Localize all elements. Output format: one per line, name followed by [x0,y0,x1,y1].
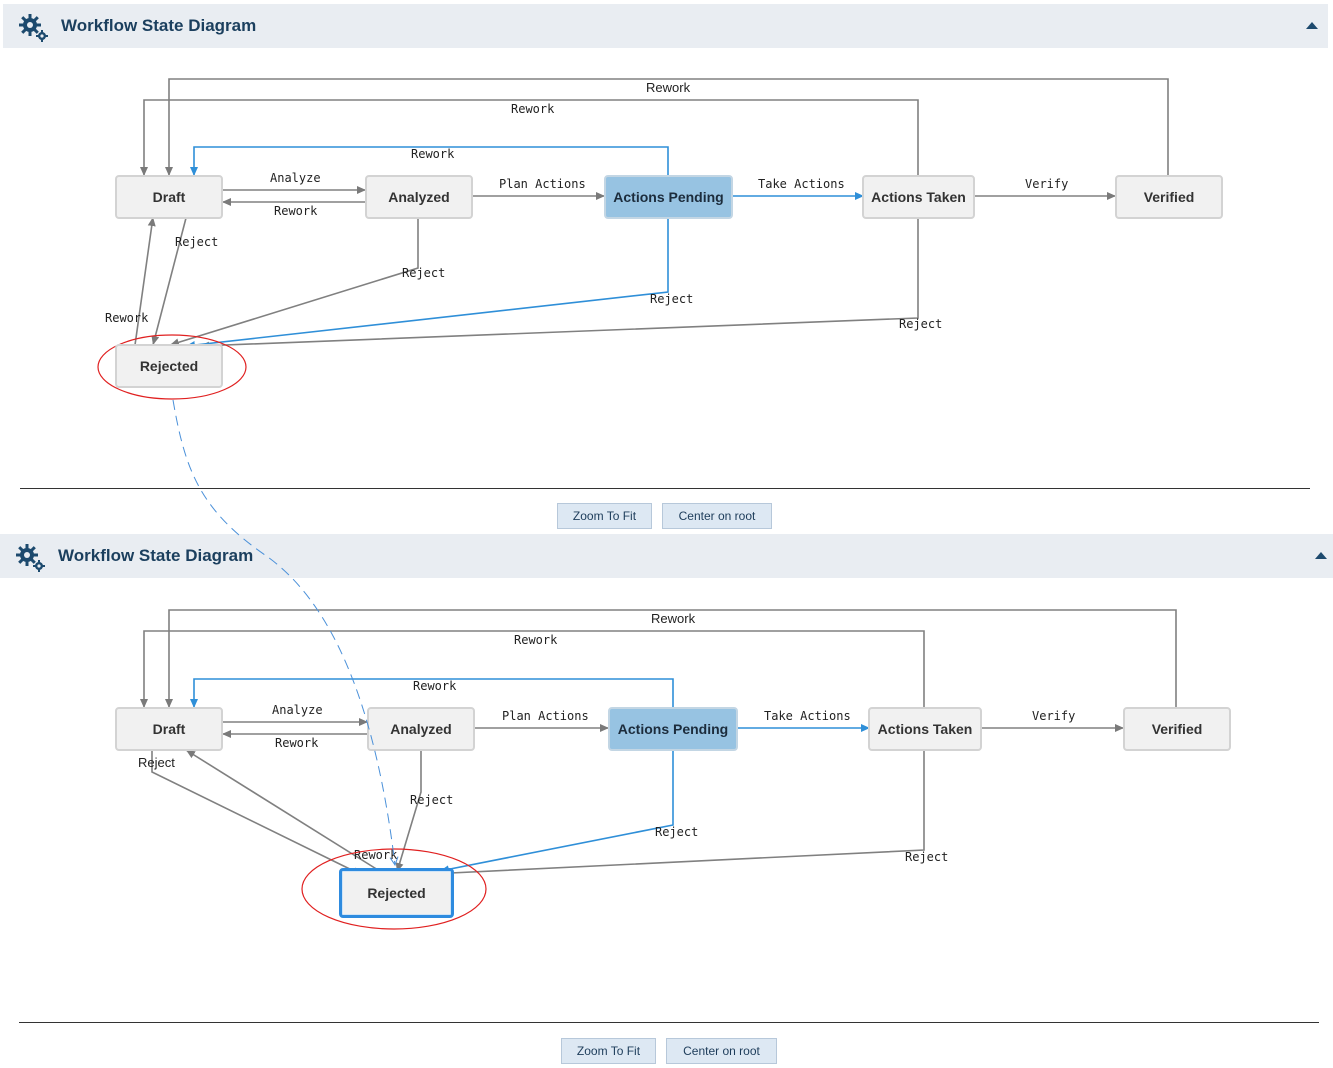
edge-rework-taken-draft [140,630,925,709]
label-reject-analyzed: Reject [410,793,453,807]
label-reject-pending: Reject [655,825,698,839]
edge-reject-pending [185,218,669,349]
chevron-up-icon[interactable] [1313,548,1329,562]
edge-reject-taken [199,218,919,350]
label-take-actions: Take Actions [758,177,845,191]
state-rejected[interactable]: Rejected [115,344,223,388]
label-plan-actions: Plan Actions [499,177,586,191]
annotation-ellipse [97,334,247,400]
edge-rework-verified-draft [165,609,1177,709]
edge-reject-taken [429,750,925,878]
state-actions-pending[interactable]: Actions Pending [608,707,738,751]
state-analyzed[interactable]: Analyzed [365,175,473,219]
state-actions-taken[interactable]: Actions Taken [862,175,975,219]
label-rework-pending: Rework [411,147,455,161]
label-reject-draft: Reject [138,755,175,770]
state-analyzed[interactable]: Analyzed [367,707,475,751]
state-verified[interactable]: Verified [1115,175,1223,219]
zoom-to-fit-button[interactable]: Zoom To Fit [561,1038,656,1064]
state-draft[interactable]: Draft [115,175,223,219]
workflow-panel-bottom: Workflow State Diagram [0,532,1333,1068]
label-reject-taken: Reject [905,850,948,864]
diagram-canvas[interactable]: Rework Rework Rework Analyze Rework Plan… [0,0,1333,530]
state-draft[interactable]: Draft [115,707,223,751]
state-verified[interactable]: Verified [1123,707,1231,751]
gears-icon[interactable] [14,540,48,574]
label-analyze: Analyze [270,171,321,185]
edge-reject-analyzed [169,218,419,347]
label-verify: Verify [1025,177,1068,191]
edge-rework-taken-draft [140,99,919,177]
center-on-root-button[interactable]: Center on root [666,1038,777,1064]
label-reject-draft: Reject [175,235,218,249]
edge-reject-draft [151,750,363,876]
edge-reject-pending [439,750,674,874]
label-rework-rejected: Rework [105,311,149,325]
gears-icon[interactable] [17,10,51,44]
panel-header: Workflow State Diagram [3,4,1328,48]
divider [20,488,1310,489]
divider [19,1022,1319,1023]
edge-rework-rejected-draft [134,216,156,346]
label-reject-taken: Reject [899,317,942,331]
label-rework-pending: Rework [413,679,457,693]
label-rework-taken: Rework [511,102,555,116]
label-rework-analyzed: Rework [274,204,318,218]
edge-reject-draft [151,217,187,346]
label-rework-taken: Rework [514,633,558,647]
label-rework-top: Rework [646,80,691,95]
label-take-actions: Take Actions [764,709,851,723]
label-reject-analyzed: Reject [402,266,445,280]
label-rework-analyzed: Rework [275,736,319,750]
edge-reject-analyzed [395,750,422,873]
edge-rework-verified-draft [165,78,1169,177]
state-rejected-selected[interactable]: Rejected [339,868,454,918]
label-reject-pending: Reject [650,292,693,306]
panel-title: Workflow State Diagram [61,16,257,35]
label-plan-actions: Plan Actions [502,709,589,723]
state-actions-pending[interactable]: Actions Pending [604,175,733,219]
state-actions-taken[interactable]: Actions Taken [868,707,982,751]
edge-rework-pending-draft [190,146,669,176]
workflow-panel-top: Workflow State Diagram [0,0,1333,530]
zoom-to-fit-button[interactable]: Zoom To Fit [557,503,652,529]
center-on-root-button[interactable]: Center on root [662,503,772,529]
diagram-canvas[interactable]: Rework Rework Rework Analyze Rework Plan… [0,532,1333,1068]
label-verify: Verify [1032,709,1075,723]
label-analyze: Analyze [272,703,323,717]
label-rework-top: Rework [651,611,696,626]
chevron-up-icon[interactable] [1304,18,1320,32]
edge-rework-rejected-draft [185,749,379,871]
